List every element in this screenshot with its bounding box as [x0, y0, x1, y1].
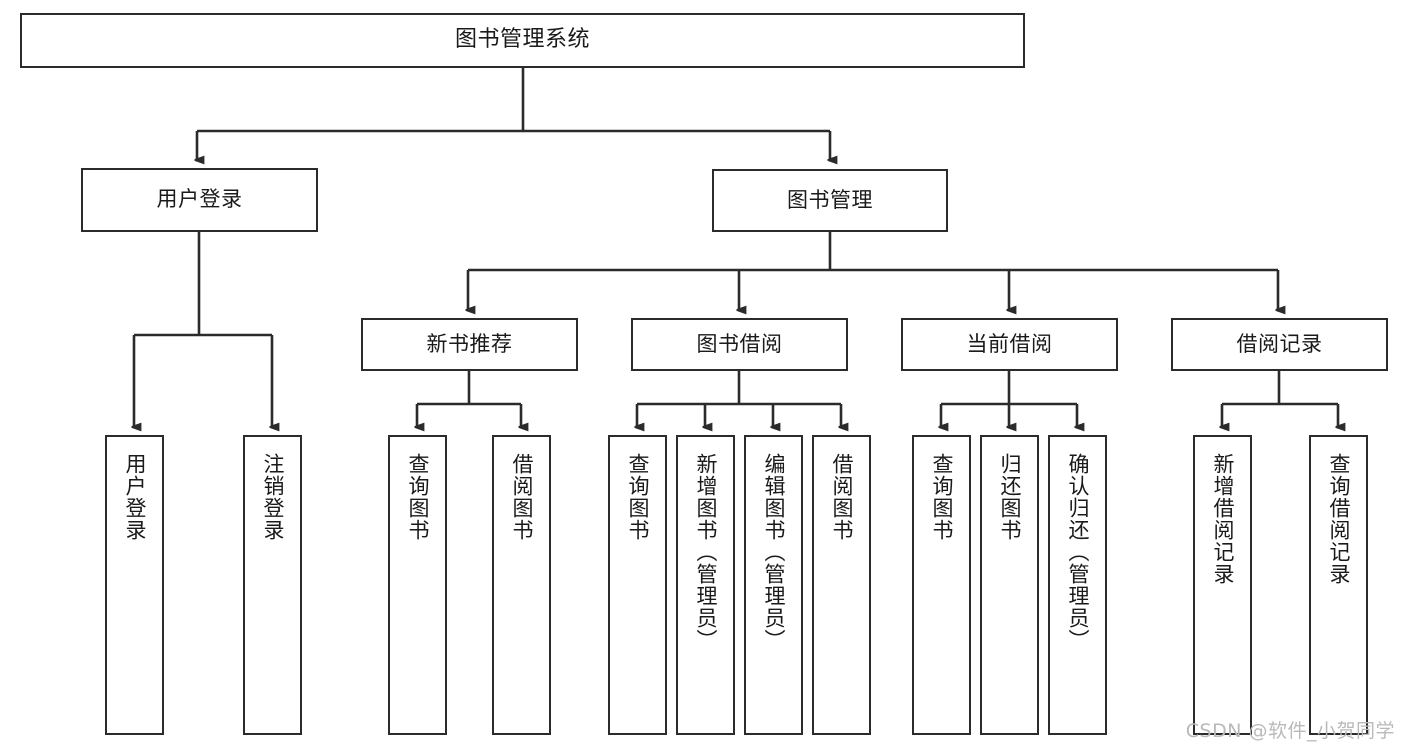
- leaf-label: 借阅图书: [509, 453, 534, 541]
- node-label: 用户登录: [156, 187, 243, 212]
- leaf-label: 查询图书: [405, 453, 430, 541]
- leaf-label: 编辑图书（管理员）: [761, 453, 786, 651]
- node-label: 图书借阅: [696, 331, 783, 356]
- leaf-new-book-query-books[interactable]: 查询图书: [388, 435, 447, 735]
- node-current-borrowing[interactable]: 当前借阅: [901, 318, 1118, 371]
- node-borrowing-records[interactable]: 借阅记录: [1171, 318, 1388, 371]
- node-label: 当前借阅: [966, 331, 1053, 356]
- node-user-login[interactable]: 用户登录: [81, 168, 318, 232]
- leaf-user-login-signin[interactable]: 用户登录: [105, 435, 164, 735]
- leaf-label: 查询图书: [625, 453, 650, 541]
- node-new-book-recommendation[interactable]: 新书推荐: [361, 318, 578, 371]
- leaf-current-return-books[interactable]: 归还图书: [980, 435, 1039, 735]
- node-label: 借阅记录: [1236, 331, 1323, 356]
- leaf-label: 归还图书: [997, 453, 1022, 541]
- leaf-borrow-query-books[interactable]: 查询图书: [608, 435, 667, 735]
- leaf-label: 用户登录: [122, 453, 147, 541]
- leaf-record-add-borrow-record[interactable]: 新增借阅记录: [1193, 435, 1252, 735]
- leaf-label: 新增图书（管理员）: [693, 453, 718, 651]
- node-book-borrowing[interactable]: 图书借阅: [631, 318, 848, 371]
- leaf-borrow-edit-book-admin[interactable]: 编辑图书（管理员）: [744, 435, 803, 735]
- leaf-label: 新增借阅记录: [1210, 453, 1235, 585]
- leaf-record-query-borrow-record[interactable]: 查询借阅记录: [1309, 435, 1368, 735]
- leaf-new-book-borrow-books[interactable]: 借阅图书: [492, 435, 551, 735]
- leaf-borrow-add-book-admin[interactable]: 新增图书（管理员）: [676, 435, 735, 735]
- leaf-label: 借阅图书: [829, 453, 854, 541]
- leaf-user-login-signout[interactable]: 注销登录: [243, 435, 302, 735]
- leaf-current-confirm-return-admin[interactable]: 确认归还（管理员）: [1048, 435, 1107, 735]
- node-label: 图书管理: [787, 187, 873, 212]
- leaf-label: 确认归还（管理员）: [1065, 453, 1090, 651]
- node-label: 图书管理系统: [454, 27, 590, 53]
- node-book-management[interactable]: 图书管理: [712, 169, 948, 232]
- leaf-label: 注销登录: [260, 453, 285, 541]
- leaf-borrow-borrow-books[interactable]: 借阅图书: [812, 435, 871, 735]
- node-label: 新书推荐: [426, 331, 513, 356]
- node-root-book-management-system[interactable]: 图书管理系统: [20, 13, 1025, 68]
- leaf-current-query-books[interactable]: 查询图书: [912, 435, 971, 735]
- watermark: CSDN @软件_小贺同学: [1185, 720, 1395, 742]
- leaf-label: 查询借阅记录: [1326, 453, 1351, 585]
- leaf-label: 查询图书: [929, 453, 954, 541]
